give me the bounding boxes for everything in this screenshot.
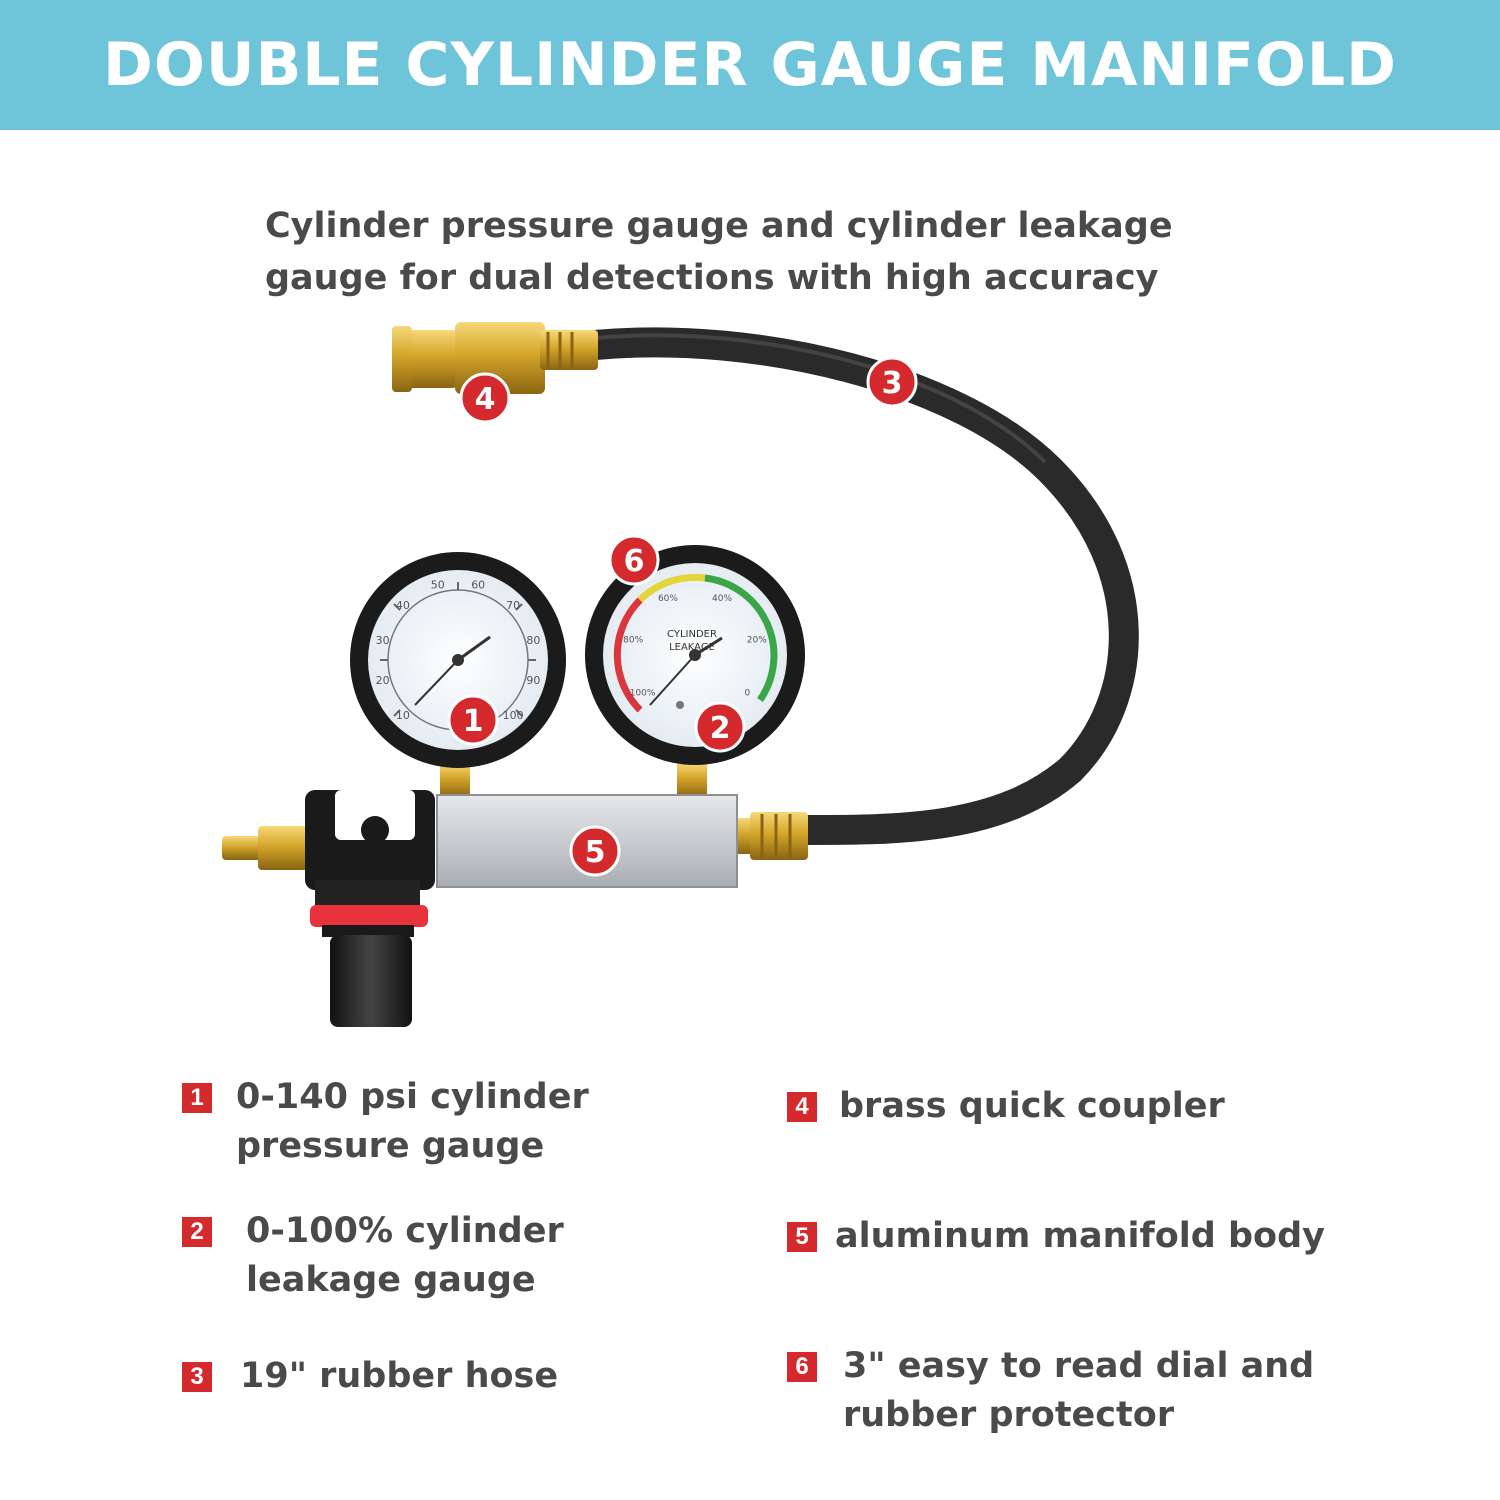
pressure-regulator	[222, 790, 435, 1027]
pressure-gauge-tick-label: 60	[471, 579, 485, 592]
callout-2: 2	[694, 701, 746, 753]
feature-text: 0-140 psi cylinder	[236, 1077, 589, 1117]
pressure-gauge-tick-label: 40	[396, 599, 410, 612]
feature-item-6: 6 3" easy to read dial and rubber protec…	[787, 1342, 1314, 1440]
feature-number-badge: 5	[787, 1222, 817, 1252]
svg-text:3: 3	[882, 366, 903, 401]
feature-item-2: 2 0-100% cylinder leakage gauge	[182, 1207, 564, 1305]
header-banner: DOUBLE CYLINDER GAUGE MANIFOLD	[0, 0, 1500, 130]
page-title: DOUBLE CYLINDER GAUGE MANIFOLD	[103, 30, 1397, 100]
feature-text: rubber protector	[843, 1395, 1175, 1435]
leakage-gauge-tick-label: 60%	[658, 594, 678, 604]
leakage-gauge-tick-label: 20%	[747, 635, 767, 645]
svg-text:5: 5	[585, 835, 606, 870]
callout-5: 5	[569, 825, 621, 877]
brass-quick-coupler	[392, 322, 598, 394]
feature-number-badge: 3	[182, 1362, 212, 1392]
subtitle-line-2: gauge for dual detections with high accu…	[265, 258, 1159, 298]
callout-6: 6	[608, 534, 660, 586]
pressure-gauge-tick-label: 30	[376, 634, 390, 647]
svg-text:2: 2	[710, 711, 731, 746]
svg-text:6: 6	[624, 544, 645, 579]
feature-text: brass quick coupler	[839, 1086, 1225, 1126]
callout-4: 4	[459, 372, 511, 424]
feature-text: leakage gauge	[246, 1260, 536, 1300]
pressure-gauge-tick-label: 80	[526, 634, 540, 647]
pressure-gauge-tick-label: 20	[376, 674, 390, 687]
pressure-gauge-tick-label: 10	[396, 709, 410, 722]
leakage-gauge-tick-label: 100%	[630, 689, 656, 699]
feature-text: 0-100% cylinder	[246, 1211, 564, 1251]
leakage-gauge-tick-label: 40%	[712, 594, 732, 604]
feature-item-5: 5 aluminum manifold body	[787, 1212, 1325, 1261]
subtitle-line-1: Cylinder pressure gauge and cylinder lea…	[265, 206, 1173, 246]
feature-number-badge: 4	[787, 1092, 817, 1122]
feature-number-badge: 2	[182, 1217, 212, 1247]
pressure-gauge-tick-label: 50	[431, 579, 445, 592]
right-gauge-stem	[677, 762, 707, 798]
feature-item-4: 4 brass quick coupler	[787, 1082, 1225, 1131]
leakage-gauge-tick-label: 80%	[623, 635, 643, 645]
leakage-gauge-label: LEAKAGE	[669, 642, 715, 653]
pressure-gauge-tick-label: 90	[526, 674, 540, 687]
left-gauge-stem	[440, 762, 470, 798]
feature-number-badge: 1	[182, 1083, 212, 1113]
feature-text: 19" rubber hose	[240, 1356, 559, 1396]
callout-3: 3	[866, 356, 918, 408]
cylinder-pressure-gauge	[350, 552, 566, 768]
feature-item-1: 1 0-140 psi cylinder pressure gauge	[182, 1073, 589, 1171]
feature-text: aluminum manifold body	[835, 1216, 1325, 1256]
pressure-gauge-tick-label: 70	[506, 599, 520, 612]
feature-text: pressure gauge	[236, 1126, 545, 1166]
leakage-gauge-tick-label: 0	[745, 689, 751, 699]
subtitle: Cylinder pressure gauge and cylinder lea…	[265, 200, 1265, 304]
callout-1: 1	[447, 694, 499, 746]
feature-text: 3" easy to read dial and	[843, 1346, 1315, 1386]
feature-item-3: 3 19" rubber hose	[182, 1352, 558, 1401]
svg-text:4: 4	[475, 382, 496, 417]
pressure-gauge-tick-label: 100	[503, 709, 524, 722]
leakage-gauge-label: CYLINDER	[667, 629, 717, 640]
cylinder-leakage-gauge	[585, 545, 805, 765]
feature-number-badge: 6	[787, 1352, 817, 1382]
svg-text:1: 1	[463, 704, 484, 739]
rubber-hose	[580, 327, 1139, 845]
